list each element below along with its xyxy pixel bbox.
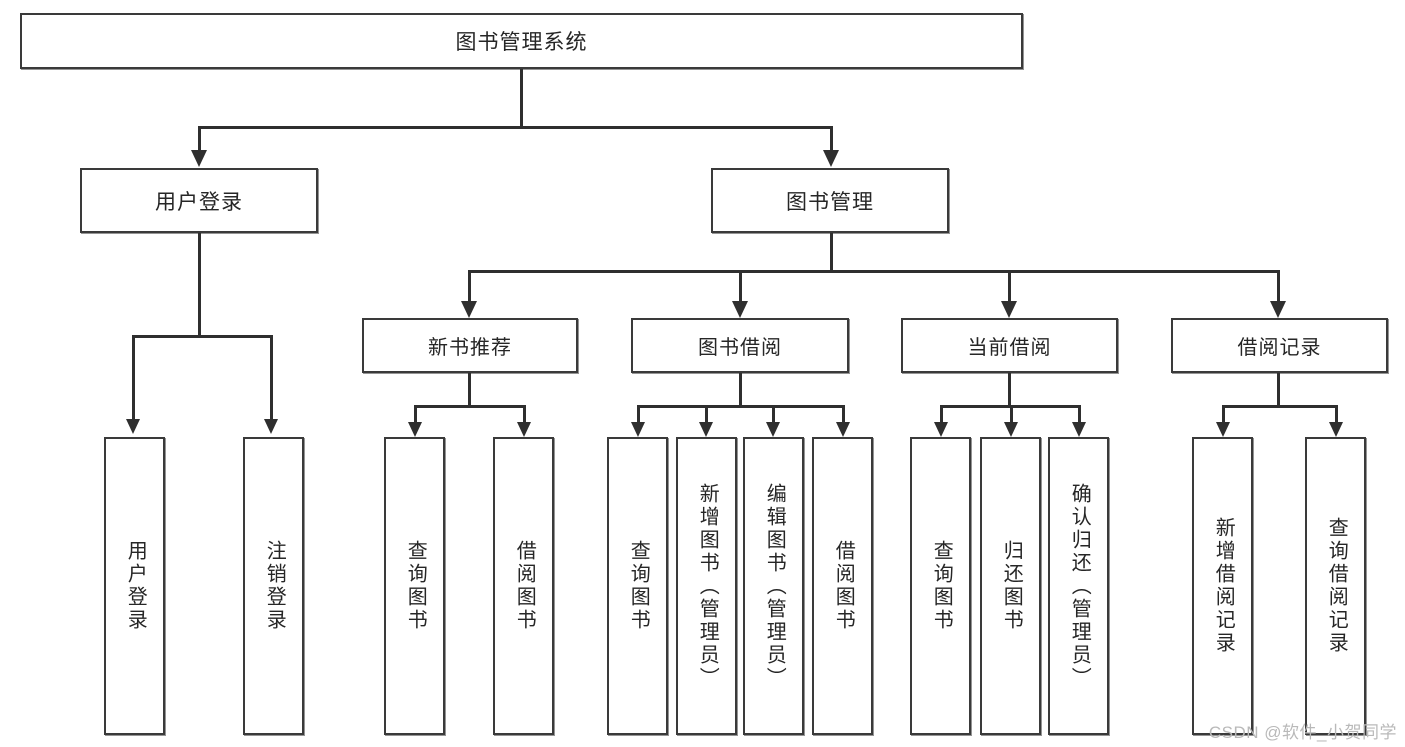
connector-new-book-bus	[414, 405, 526, 408]
connector-book-borrow-drop-4	[842, 405, 845, 424]
node-label: 新增借阅记录	[1212, 517, 1235, 655]
node-label: 查询借阅记录	[1325, 517, 1348, 655]
arrowhead-level1-right	[823, 150, 839, 167]
leaf-book-borrow-borrow-book[interactable]: 借阅图书	[812, 437, 873, 735]
leaf-borrow-record-add-record[interactable]: 新增借阅记录	[1192, 437, 1253, 735]
node-label: 新书推荐	[428, 337, 512, 359]
node-root-system[interactable]: 图书管理系统	[20, 13, 1023, 69]
node-label: 当前借阅	[967, 337, 1052, 359]
leaf-new-book-borrow-book[interactable]: 借阅图书	[493, 437, 554, 735]
node-label: 图书管理系统	[455, 31, 588, 54]
node-label: 用户登录	[155, 190, 243, 214]
node-user-login[interactable]: 用户登录	[80, 168, 318, 233]
node-label: 图书借阅	[698, 337, 782, 359]
leaf-current-borrow-query-book[interactable]: 查询图书	[910, 437, 971, 735]
leaf-logout[interactable]: 注销登录	[243, 437, 304, 735]
arrowhead-new-book-1	[408, 422, 422, 437]
node-borrow-record[interactable]: 借阅记录	[1171, 318, 1388, 373]
connector-book-borrow-stem	[739, 373, 742, 407]
node-new-book-recommend[interactable]: 新书推荐	[362, 318, 578, 373]
node-label: 确认归还（管理员）	[1068, 482, 1091, 690]
node-book-borrow[interactable]: 图书借阅	[631, 318, 849, 373]
connector-level1-drop-left	[198, 126, 201, 152]
connector-level1-drop-right	[830, 126, 833, 152]
connector-new-book-drop-1	[414, 405, 417, 424]
connector-user-login-bus	[132, 335, 272, 338]
connector-level2-bus	[468, 270, 1280, 273]
connector-new-book-stem	[468, 373, 471, 407]
connector-current-borrow-drop-3	[1078, 405, 1081, 424]
node-label: 用户登录	[124, 540, 147, 632]
arrowhead-level1-left	[191, 150, 207, 167]
node-label: 图书管理	[786, 190, 874, 214]
leaf-new-book-query-book[interactable]: 查询图书	[384, 437, 445, 735]
leaf-user-login[interactable]: 用户登录	[104, 437, 165, 735]
connector-user-login-drop-1	[132, 335, 135, 420]
connector-root-stem	[520, 69, 523, 128]
leaf-current-borrow-confirm-return[interactable]: 确认归还（管理员）	[1048, 437, 1109, 735]
connector-book-management-stem	[830, 233, 833, 272]
node-current-borrow[interactable]: 当前借阅	[901, 318, 1118, 373]
node-label: 借阅记录	[1237, 337, 1322, 359]
arrowhead-level2-3	[1001, 301, 1017, 318]
arrowhead-new-book-2	[517, 422, 531, 437]
connector-book-borrow-drop-1	[637, 405, 640, 424]
connector-user-login-stem	[198, 233, 201, 337]
arrowhead-book-borrow-1	[631, 422, 645, 437]
node-book-management[interactable]: 图书管理	[711, 168, 949, 233]
node-label: 新增图书（管理员）	[696, 482, 719, 690]
connector-level2-drop-3	[1008, 270, 1011, 303]
leaf-book-borrow-add-book[interactable]: 新增图书（管理员）	[676, 437, 737, 735]
connector-level2-drop-1	[468, 270, 471, 303]
node-label: 归还图书	[1000, 540, 1023, 632]
arrowhead-user-login-1	[126, 419, 140, 434]
connector-borrow-record-stem	[1277, 373, 1280, 407]
arrowhead-book-borrow-2	[699, 422, 713, 437]
connector-book-borrow-drop-2	[705, 405, 708, 424]
arrowhead-current-borrow-2	[1004, 422, 1018, 437]
arrowhead-current-borrow-1	[934, 422, 948, 437]
arrowhead-book-borrow-3	[766, 422, 780, 437]
node-label: 借阅图书	[832, 540, 855, 632]
connector-borrow-record-bus	[1222, 405, 1338, 408]
connector-current-borrow-stem	[1008, 373, 1011, 407]
leaf-book-borrow-edit-book[interactable]: 编辑图书（管理员）	[743, 437, 804, 735]
node-label: 查询图书	[930, 540, 953, 632]
leaf-borrow-record-query-record[interactable]: 查询借阅记录	[1305, 437, 1366, 735]
connector-borrow-record-drop-1	[1222, 405, 1225, 424]
node-label: 注销登录	[263, 540, 286, 632]
connector-current-borrow-drop-2	[1010, 405, 1013, 424]
arrowhead-current-borrow-3	[1072, 422, 1086, 437]
connector-level2-drop-4	[1277, 270, 1280, 303]
node-label: 查询图书	[627, 540, 650, 632]
arrowhead-borrow-record-2	[1329, 422, 1343, 437]
connector-book-borrow-drop-3	[772, 405, 775, 424]
connector-user-login-drop-2	[270, 335, 273, 420]
connector-borrow-record-drop-2	[1335, 405, 1338, 424]
connector-book-borrow-bus	[637, 405, 845, 408]
arrowhead-user-login-2	[264, 419, 278, 434]
node-label: 借阅图书	[513, 540, 536, 632]
arrowhead-borrow-record-1	[1216, 422, 1230, 437]
arrowhead-level2-1	[461, 301, 477, 318]
leaf-book-borrow-query-book[interactable]: 查询图书	[607, 437, 668, 735]
leaf-current-borrow-return-book[interactable]: 归还图书	[980, 437, 1041, 735]
connector-level2-drop-2	[739, 270, 742, 303]
arrowhead-level2-4	[1270, 301, 1286, 318]
connector-level1-bus	[198, 126, 832, 129]
arrowhead-book-borrow-4	[836, 422, 850, 437]
arrowhead-level2-2	[732, 301, 748, 318]
connector-new-book-drop-2	[523, 405, 526, 424]
node-label: 编辑图书（管理员）	[763, 482, 786, 690]
connector-current-borrow-drop-1	[940, 405, 943, 424]
node-label: 查询图书	[404, 540, 427, 632]
